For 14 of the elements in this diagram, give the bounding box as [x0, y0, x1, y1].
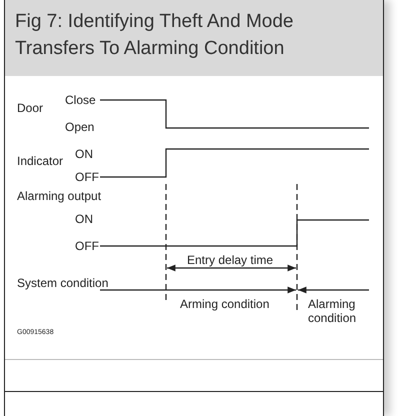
- interval-label: Entry delay time: [187, 253, 274, 267]
- state-label: ON: [75, 147, 93, 161]
- state-label: Close: [65, 93, 96, 107]
- figure-title: Fig 7: Identifying Theft And Mode Transfers To Alarming Condition: [15, 10, 294, 61]
- signal-name: Indicator: [17, 154, 64, 168]
- state-label: OFF: [75, 239, 99, 253]
- state-label: Open: [65, 120, 94, 134]
- signal-name: Door: [17, 101, 44, 115]
- state-label: Alarming condition: [308, 297, 358, 325]
- state-label: OFF: [75, 170, 99, 184]
- signal-name: Alarming output: [17, 189, 102, 203]
- signal-name: System condition: [17, 276, 108, 290]
- state-label: ON: [75, 212, 93, 226]
- state-label: Arming condition: [180, 297, 270, 311]
